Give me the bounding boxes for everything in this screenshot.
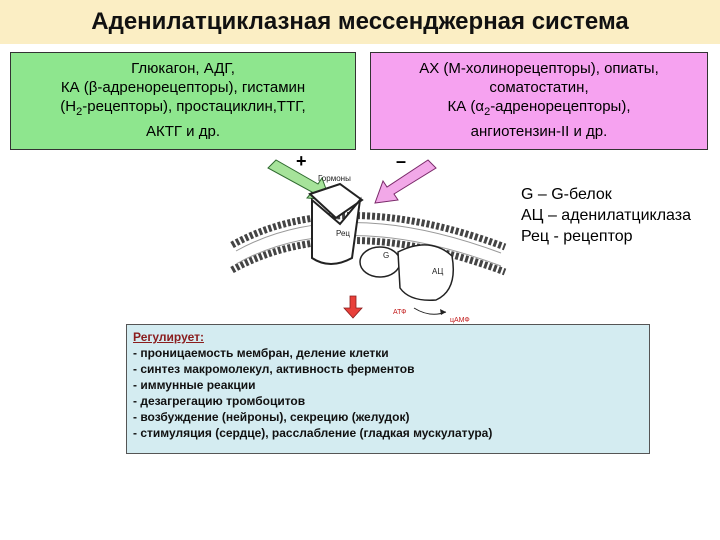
regulates-item: - возбуждение (нейроны), секрецию (желуд… <box>133 410 410 424</box>
regulates-item: - проницаемость мембран, деление клетки <box>133 346 389 360</box>
g-protein-label: G <box>383 251 389 260</box>
camp-label: цАМФ <box>450 317 470 324</box>
down-arrow <box>343 295 363 319</box>
receptor-label: Рец <box>336 229 350 238</box>
hormones-label: Гормоны <box>318 174 351 183</box>
inhibitor-arrow <box>374 159 437 204</box>
legend-item-ac: АЦ – аденилатциклаза <box>521 207 691 224</box>
activators-line-3-sub: 2 <box>76 106 83 118</box>
atp-label: АТФ <box>393 309 407 316</box>
g-protein-shape <box>359 246 401 278</box>
regulates-item: - дезагрегацию тромбоцитов <box>133 394 306 408</box>
inhibitors-line-2: соматостатин, <box>489 79 589 96</box>
adenylate-cyclase-shape <box>397 244 454 301</box>
title-bar <box>0 0 720 44</box>
regulates-title: Регулирует: <box>133 330 204 344</box>
activators-box: Глюкагон, АДГ, КА (β-адренорецепторы), г… <box>10 52 356 150</box>
legend-item-g: G – G-белок <box>521 186 612 203</box>
hormone-shape <box>308 182 364 220</box>
minus-sign: – <box>396 151 407 171</box>
legend-item-receptor: Рец - рецептор <box>521 228 633 245</box>
plus-sign: + <box>296 151 307 171</box>
regulates-box: Регулирует: - проницаемость мембран, дел… <box>126 324 650 454</box>
regulates-item: - иммунные реакции <box>133 378 256 392</box>
page-title: Аденилатциклазная мессенджерная система <box>91 8 629 35</box>
ac-label: АЦ <box>432 267 443 276</box>
activators-line-3-post: -рецепторы), простациклин,ТТГ, <box>82 98 306 115</box>
activators-line-3-pre: (Н <box>60 98 77 115</box>
inhibitors-line-3-pre: КА (α <box>447 98 485 115</box>
activators-line-4: АКТГ и др. <box>145 123 220 140</box>
regulates-item: - синтез макромолекул, активность фермен… <box>133 362 415 376</box>
inhibitors-line-3-sub: 2 <box>484 106 491 118</box>
inhibitors-box: АХ (М-холинорецепторы), опиаты, соматост… <box>370 52 708 150</box>
legend: G – G-белок АЦ – аденилатциклаза Рец - р… <box>521 184 691 247</box>
inhibitors-line-1: АХ (М-холинорецепторы), опиаты, <box>419 60 659 77</box>
atp-camp-arrow <box>413 307 447 315</box>
inhibitors-line-3: КА (α2-адренорецепторы), <box>371 97 707 122</box>
activators-line-1: Глюкагон, АДГ, <box>131 60 235 77</box>
activators-line-2: КА (β-адренорецепторы), гистамин <box>60 79 306 96</box>
regulates-item: - стимуляция (сердце), расслабление (гла… <box>133 426 493 440</box>
inhibitors-line-3-post: -адренорецепторы), <box>490 98 631 115</box>
inhibitors-line-4: ангиотензин-II и др. <box>470 123 608 140</box>
activators-line-3: (Н2-рецепторы), простациклин,ТТГ, <box>11 97 355 122</box>
receptor-shape <box>311 196 362 265</box>
